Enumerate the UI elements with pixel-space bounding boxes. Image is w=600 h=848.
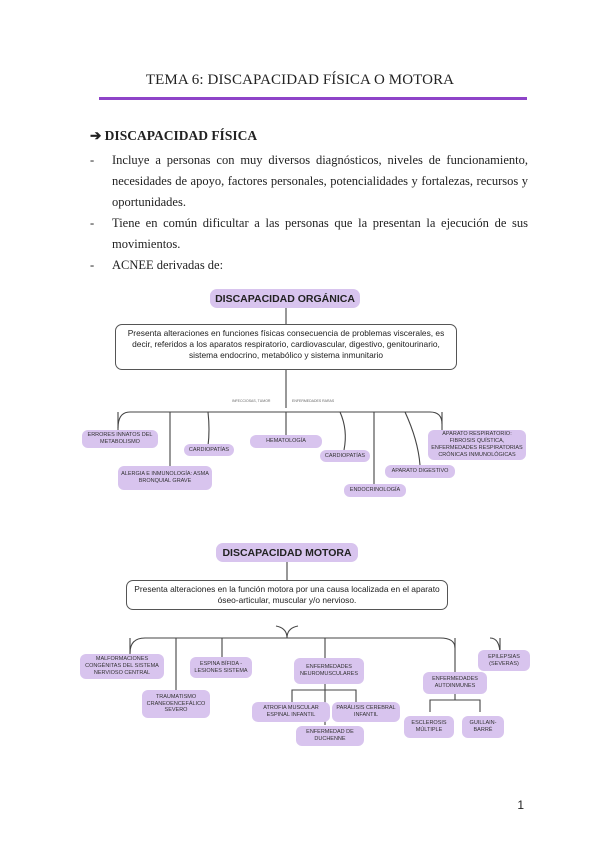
bullet-item: - Tiene en común dificultar a las person…: [90, 213, 528, 255]
motora-description: Presenta alteraciones en la función moto…: [126, 580, 448, 610]
bullet-dash: -: [90, 258, 95, 272]
node-aparato-respiratorio: APARATO RESPIRATORIO: FIBROSIS QUÍSTICA,…: [428, 430, 526, 460]
node-neuromusculares: ENFERMEDADES NEUROMUSCULARES: [294, 658, 364, 684]
node-aparato-digestivo: APARATO DIGESTIVO: [385, 465, 455, 478]
bullet-item: - Incluye a personas con muy diversos di…: [90, 150, 528, 213]
node-esclerosis-multiple: ESCLEROSIS MÚLTIPLE: [404, 716, 454, 738]
bullet-dash: -: [90, 153, 95, 167]
organica-header: DISCAPACIDAD ORGÁNICA: [210, 289, 360, 308]
node-endocrinologia: ENDOCRINOLOGÍA: [344, 484, 406, 497]
node-autoinmunes: ENFERMEDADES AUTOINMUNES: [423, 672, 487, 694]
node-espina-bifida: ESPINA BÍFIDA - LESIONES SISTEMA: [190, 657, 252, 678]
page-title: TEMA 6: DISCAPACIDAD FÍSICA O MOTORA: [145, 72, 455, 88]
organica-description: Presenta alteraciones en funciones físic…: [115, 324, 457, 370]
motora-header: DISCAPACIDAD MOTORA: [216, 543, 358, 562]
node-cardiopatias: CARDIOPATÍAS: [184, 444, 234, 456]
bullet-text: Tiene en común dificultar a las personas…: [112, 216, 528, 251]
title-underline: [99, 97, 527, 100]
node-paralisis-cerebral: PARÁLISIS CEREBRAL INFANTIL: [332, 702, 400, 722]
organica-tiny-label: INFECCIOSAS, TUMOR: [232, 399, 271, 403]
node-malformaciones: MALFORMACIONES CONGÉNITAS DEL SISTEMA NE…: [80, 654, 164, 679]
node-atrofia-muscular: ATROFIA MUSCULAR ESPINAL INFANTIL: [252, 702, 330, 722]
node-hematologia: HEMATOLOGÍA: [250, 435, 322, 448]
node-duchenne: ENFERMEDAD DE DUCHENNE: [296, 726, 364, 746]
node-guillain-barre: GUILLAIN-BARRÉ: [462, 716, 504, 738]
bullet-text: Incluye a personas con muy diversos diag…: [112, 153, 528, 209]
node-cardiopatias-2: CARDIOPATÍAS: [320, 450, 370, 462]
organica-tiny-label: ENFERMEDADES RARAS: [292, 399, 335, 403]
bullet-text: ACNEE derivadas de:: [112, 258, 224, 272]
bullet-dash: -: [90, 216, 95, 230]
node-alergia-inmunologia: ALERGIA E INMUNOLOGÍA: ASMA BRONQUIAL GR…: [118, 466, 212, 490]
page-number: 1: [517, 798, 524, 812]
node-errores-metabolismo: ERRORES INNATOS DEL METABOLISMO: [82, 430, 158, 448]
node-epilepsias: EPILEPSIAS (SEVERAS): [478, 650, 530, 671]
node-traumatismo: TRAUMATISMO CRANEOENCEFÁLICO SEVERO: [142, 690, 210, 718]
bullet-item: - ACNEE derivadas de:: [90, 255, 528, 276]
section-heading: ➔ DISCAPACIDAD FÍSICA: [90, 128, 258, 143]
